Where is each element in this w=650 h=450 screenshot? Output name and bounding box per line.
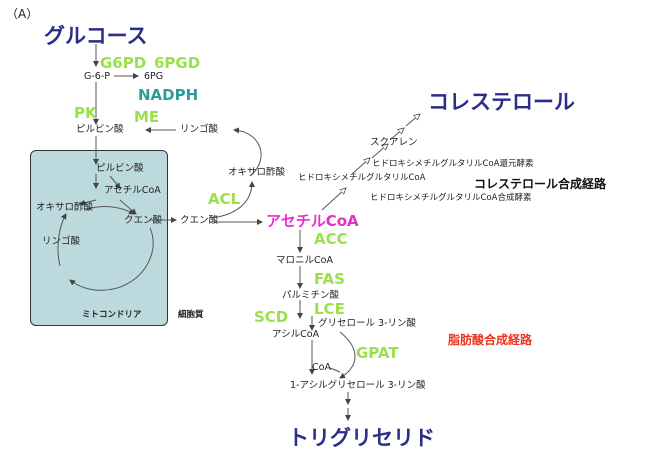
enzyme-me: ME bbox=[134, 108, 160, 126]
arrow-coa bbox=[329, 367, 341, 373]
enzyme-hmgcoa-synthase: ヒドロキシメチルグルタリルCoA合成酵素 bbox=[370, 193, 532, 203]
enzyme-6pgd: 6PGD bbox=[154, 54, 201, 72]
metabolite-squalene: スクアレン bbox=[370, 137, 418, 148]
metabolite-6pg: 6PG bbox=[144, 71, 164, 82]
metabolite-citrate-cyto: クエン酸 bbox=[180, 215, 219, 226]
metabolite-g3p: グリセロール 3-リン酸 bbox=[318, 318, 416, 329]
arrow-mito-malate-oaa bbox=[57, 213, 67, 267]
nadph-label: NADPH bbox=[138, 86, 199, 104]
enzyme-hmgcoa-reductase: ヒドロキシメチルグルタリルCoA還元酵素 bbox=[372, 159, 534, 169]
arrow-mito-acoa-citrate bbox=[119, 199, 137, 215]
metabolite-oaa-cyto: オキサロ酢酸 bbox=[228, 167, 286, 178]
panel-label: （A） bbox=[6, 7, 39, 21]
arrow-hmg-2 bbox=[371, 144, 388, 159]
triglyceride-title: トリグリセリド bbox=[288, 426, 435, 450]
arrow-sq-1 bbox=[389, 128, 404, 141]
arrow-mito-cycle bbox=[69, 227, 154, 291]
arrow-ac-hmg bbox=[321, 188, 346, 211]
mito-label: ミトコンドリア bbox=[82, 310, 142, 320]
metabolite-lpa: 1-アシルグリセロール 3-リン酸 bbox=[290, 380, 426, 391]
mito-acetylcoa: アセチルCoA bbox=[104, 185, 161, 196]
enzyme-acc: ACC bbox=[314, 230, 348, 248]
arrow-hmg-1 bbox=[351, 158, 370, 175]
metabolite-palmitate: パルミチン酸 bbox=[282, 290, 340, 301]
glucose-title: グルコース bbox=[44, 24, 148, 48]
pathway-cholesterol: コレステロール合成経路 bbox=[474, 177, 607, 191]
metabolite-g6p: G-6-P bbox=[84, 71, 110, 82]
metabolite-acylcoa: アシルCoA bbox=[272, 329, 320, 340]
metabolite-acetylcoa: アセチルCoA bbox=[266, 212, 359, 230]
mito-citrate: クエン酸 bbox=[124, 215, 163, 226]
enzyme-scd: SCD bbox=[254, 308, 289, 326]
enzyme-pk: PK bbox=[74, 104, 97, 122]
cytoplasm-label: 細胞質 bbox=[178, 310, 204, 320]
mito-pyruvate: ピルビン酸 bbox=[96, 163, 144, 174]
arrow-mito-acoa bbox=[109, 175, 121, 189]
arrow-gpat bbox=[339, 331, 356, 379]
enzyme-lce: LCE bbox=[314, 300, 345, 318]
enzyme-gpat: GPAT bbox=[356, 344, 399, 362]
enzyme-g6pd: G6PD bbox=[100, 54, 147, 72]
metabolite-malonylcoa: マロニルCoA bbox=[276, 255, 333, 266]
enzyme-acl: ACL bbox=[208, 190, 241, 208]
arrow-sq-2 bbox=[405, 114, 420, 127]
enzyme-fas: FAS bbox=[314, 270, 345, 288]
metabolite-malate-cyto: リンゴ酸 bbox=[180, 124, 219, 135]
arrow-oaa-malate bbox=[233, 127, 262, 177]
cholesterol-title: コレステロール bbox=[428, 90, 575, 114]
metabolite-coa: CoA bbox=[312, 362, 331, 373]
mitochondria-box bbox=[30, 150, 168, 326]
arrow-citrate-oaa bbox=[211, 181, 255, 219]
metabolite-hmgcoa: ヒドロキシメチルグルタリルCoA bbox=[298, 173, 426, 183]
mito-malate: リンゴ酸 bbox=[42, 236, 81, 247]
pathway-fatty-acid: 脂肪酸合成経路 bbox=[448, 333, 533, 347]
mito-oaa: オキサロ酢酸 bbox=[36, 202, 94, 213]
arrow-mito-oaa-citrate bbox=[85, 206, 135, 215]
metabolite-pyruvate-cyto: ピルビン酸 bbox=[76, 124, 124, 135]
arrow-mito-oaa bbox=[79, 199, 97, 206]
